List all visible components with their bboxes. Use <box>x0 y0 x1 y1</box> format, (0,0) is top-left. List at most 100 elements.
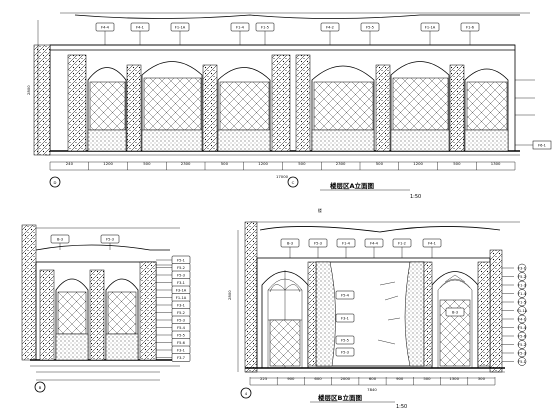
material-tag: F5-4 <box>335 290 355 300</box>
pilaster <box>449 64 465 152</box>
material-tag-label: F1-1A <box>425 26 436 30</box>
material-tag: B-3 <box>50 234 70 244</box>
material-tag: F3-1 <box>335 313 355 323</box>
dimension-lines-bb <box>250 377 495 386</box>
material-tag: F1-1A <box>420 22 440 32</box>
material-tag-label: F4-2 <box>326 26 334 30</box>
arches-a <box>87 61 509 151</box>
material-tag: F1-4 <box>336 238 356 248</box>
material-tag-label: F5-3 <box>106 238 114 242</box>
height-label-b: 2800 <box>227 290 232 300</box>
material-tag: F4-1 <box>422 238 442 248</box>
material-tag: F5-3 <box>335 347 355 357</box>
pilaster <box>271 54 291 152</box>
material-tag-label: F5-4 <box>177 326 186 330</box>
elevation-a-scale: 1:50 <box>410 194 421 200</box>
material-tags-left-side: F5-1F5-2F5-3F3-1F3-1AF1-1AF3-1F5-2F5-3F5… <box>156 255 191 362</box>
material-tag-label: F4-1 <box>136 26 144 30</box>
material-tag-label: F5-1 <box>177 259 185 263</box>
grid-label-4: 4 <box>245 391 248 396</box>
material-tag-label: F1-3 <box>518 283 526 287</box>
material-tag: F4-4 <box>364 238 384 248</box>
material-tag-label: F3-1 <box>518 266 526 270</box>
material-tag-label: F1-5 <box>518 300 526 304</box>
material-tag: F5-6 <box>171 338 191 347</box>
material-tag-label: F5-3 <box>314 242 322 246</box>
material-tag-label: F5-3 <box>177 319 185 323</box>
dimension-value: 225 <box>260 376 268 381</box>
pilaster <box>126 64 142 152</box>
material-tag: F1-4 <box>230 22 250 32</box>
material-tag-label: F3-1A <box>176 289 187 293</box>
grid-marker-d <box>49 176 61 188</box>
material-tag: F1-5 <box>255 22 275 32</box>
material-tag-label: F1-6 <box>466 26 475 30</box>
material-tag-label: F1-4 <box>518 292 527 296</box>
material-tag: F1-1A <box>170 22 190 32</box>
material-tag: F5-2 <box>171 308 191 317</box>
elevation-b-scale: 1:50 <box>396 404 407 410</box>
material-tag: F3-1 <box>171 345 191 355</box>
grid-label-c: C <box>292 180 295 185</box>
material-tag: F5-4 <box>171 323 191 332</box>
material-tag-label: F5-2 <box>177 311 185 315</box>
dimension-lines-b <box>36 371 160 381</box>
material-tag: F3-1 <box>171 278 191 287</box>
grid-marker-b <box>34 381 46 393</box>
material-tag-label: F5-6 <box>177 341 186 345</box>
material-tag-label: F4-1 <box>428 242 436 246</box>
dimension-value: 1200 <box>103 161 113 166</box>
material-tag-label: F5-4 <box>341 294 350 298</box>
left-wall-section-bb <box>244 221 258 373</box>
dimension-value: 500 <box>298 161 306 166</box>
pilaster <box>375 64 391 152</box>
material-tag-label: F1-5 <box>261 26 269 30</box>
material-tag-label: F5-4 <box>518 326 527 330</box>
material-tag-label: F3-1 <box>177 349 185 353</box>
elevation-a-title: 楼层区A立面图 <box>330 181 375 190</box>
svg-text:F6-1: F6-1 <box>538 144 546 148</box>
material-tag-label: F4-4 <box>101 26 110 30</box>
wainscot-a <box>87 129 509 152</box>
grid-label-d: D <box>54 180 57 185</box>
material-tag: F5-5 <box>335 335 355 345</box>
material-tag: F3-1 <box>171 300 191 310</box>
dimension-value: 500 <box>143 161 151 166</box>
material-tags-b-top: B-3 F5-3 <box>50 234 120 250</box>
left-wall-section-a <box>33 44 51 156</box>
material-tag: F5-3 <box>308 238 328 248</box>
material-tag: F1-6 <box>460 22 480 32</box>
material-tag: F5-3 <box>171 315 191 325</box>
material-tag-label: F5-6 <box>518 334 527 338</box>
material-tag: B-3 <box>280 238 300 248</box>
dimension-value: 1300 <box>491 161 501 166</box>
material-tag-label: F1-4 <box>342 242 351 246</box>
material-tags-right-side: F3-1F5-2F1-3F1-4F1-5F1-1AF4-1F5-4F5-6F5-… <box>502 263 528 366</box>
dimension-value: 1200 <box>413 161 423 166</box>
side-text: 楼 <box>318 208 322 213</box>
material-tag: F1-1A <box>171 293 191 302</box>
dimension-value: 240 <box>66 161 74 166</box>
material-tag-label: F3-7 <box>177 356 185 360</box>
curtain-glass-a <box>89 77 508 131</box>
material-tag-label: F5-3 <box>341 351 349 355</box>
material-tag: F3-1A <box>171 285 191 295</box>
material-tag-label: F5-3 <box>518 351 526 355</box>
right-wall-section-bb <box>489 249 503 373</box>
dimension-value: 1200 <box>258 161 268 166</box>
material-tag-label: F3-1 <box>177 281 185 285</box>
dimension-value: 2000 <box>340 376 350 381</box>
pilasters-a <box>67 54 465 152</box>
total-dimension-b: 7840 <box>367 387 377 392</box>
material-tag-label: F5-5 <box>177 334 185 338</box>
material-tag-label: F5-5 <box>341 339 349 343</box>
material-tag-label: F1-1A <box>176 296 187 300</box>
ceiling-curve-a <box>74 14 520 19</box>
material-tag-label: F1-1A <box>517 309 528 313</box>
material-tag-label: F5-2 <box>518 343 526 347</box>
